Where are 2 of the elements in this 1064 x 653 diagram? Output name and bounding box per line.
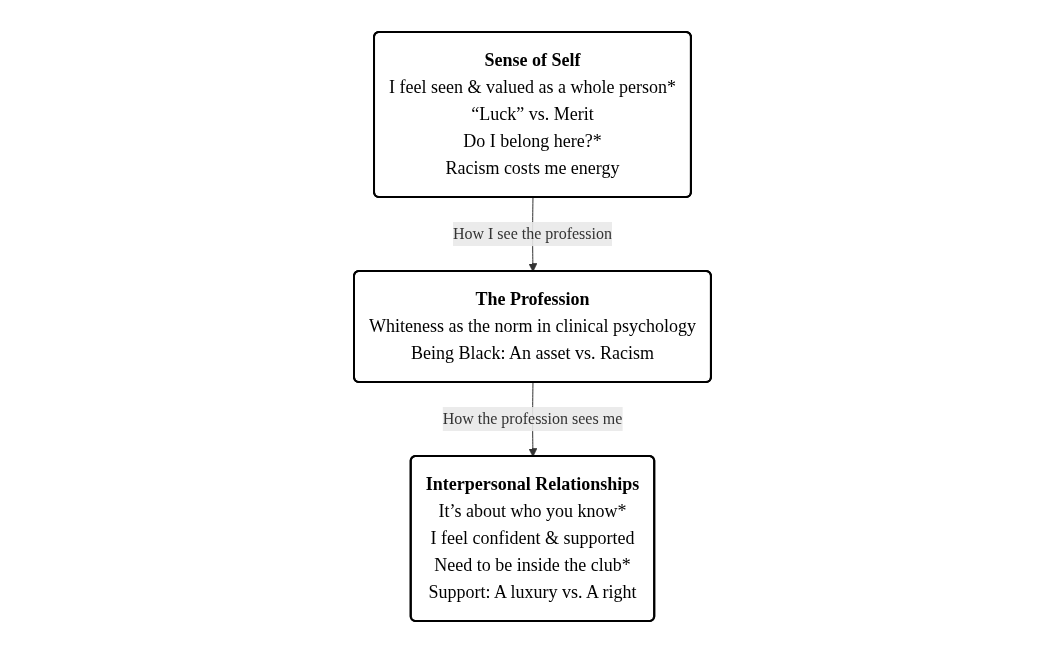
- edge-label: How the profession sees me: [442, 410, 622, 427]
- edge-label: How I see the profession: [452, 225, 612, 242]
